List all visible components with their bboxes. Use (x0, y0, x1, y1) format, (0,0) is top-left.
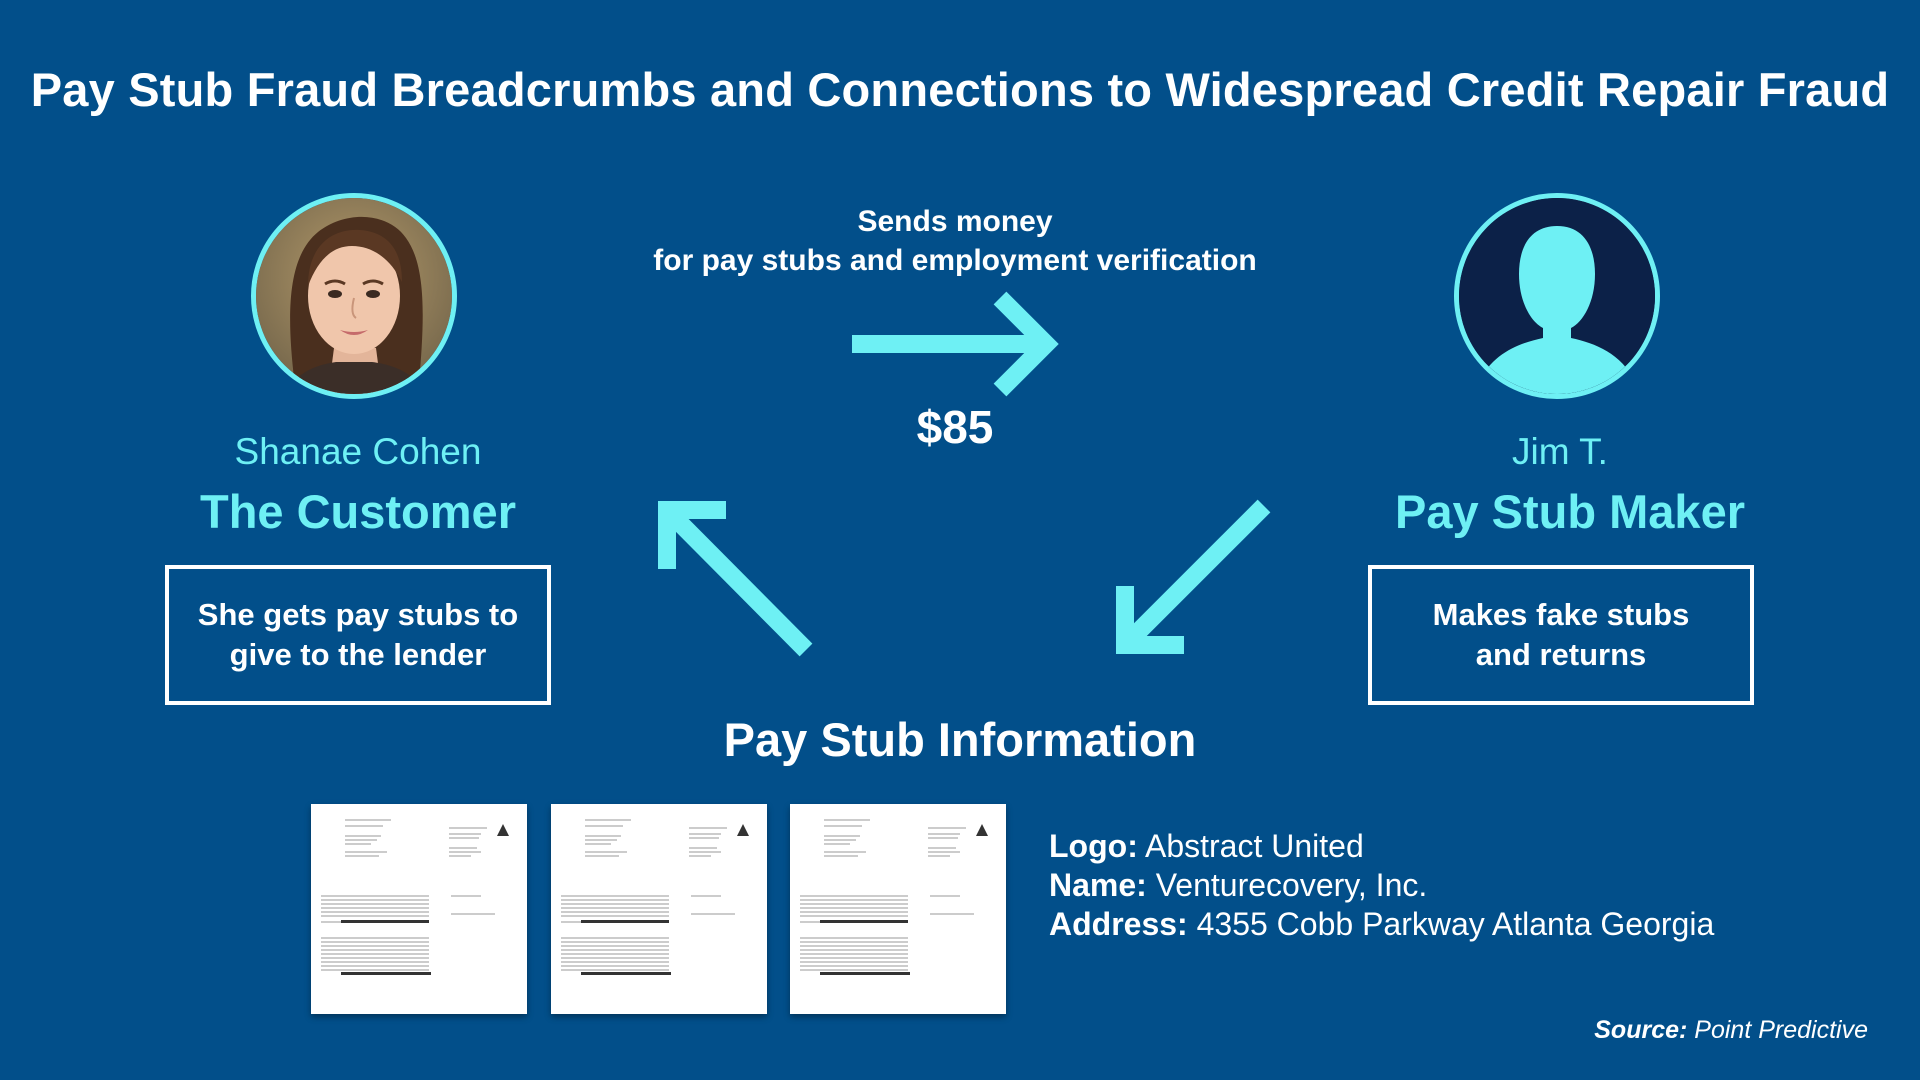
maker-role: Pay Stub Maker (1394, 485, 1746, 538)
detail-address-value: 4355 Cobb Parkway Atlanta Georgia (1196, 906, 1715, 942)
detail-address-label: Address: (1049, 906, 1188, 942)
arrow-right-icon (852, 291, 1059, 397)
page-title: Pay Stub Fraud Breadcrumbs and Connectio… (30, 63, 1890, 116)
customer-name: Shanae Cohen (234, 431, 482, 472)
pay-stub-document-icon (800, 819, 988, 975)
pay-stub-image (551, 804, 767, 1014)
detail-name-label: Name: (1049, 867, 1147, 903)
detail-name: Name: Venturecovery, Inc. (1049, 866, 1869, 905)
source-label: Source: (1594, 1016, 1688, 1044)
pay-stub-details: Logo: Abstract United Name: Venturecover… (1049, 827, 1869, 944)
maker-avatar (1454, 193, 1660, 399)
detail-logo: Logo: Abstract United (1049, 827, 1869, 866)
transaction-note: Sends money for pay stubs and employment… (653, 205, 1257, 277)
pay-stub-document-icon (561, 819, 749, 975)
detail-address: Address: 4355 Cobb Parkway Atlanta Georg… (1049, 905, 1869, 944)
arrow-up-left-icon (658, 501, 813, 657)
source-credit: Source: Point Predictive (1594, 1016, 1868, 1045)
detail-logo-value: Abstract United (1144, 828, 1364, 864)
customer-avatar (251, 193, 457, 399)
maker-name: Jim T. (1512, 431, 1608, 472)
customer-description-box: She gets pay stubs to give to the lender (165, 565, 551, 705)
pay-stub-image (311, 804, 527, 1014)
maker-description: Makes fake stubs and returns (1432, 597, 1690, 672)
customer-description: She gets pay stubs to give to the lender (197, 597, 519, 672)
person-silhouette-icon (1459, 198, 1655, 394)
pay-stub-heading: Pay Stub Information (723, 713, 1197, 766)
detail-logo-label: Logo: (1049, 828, 1138, 864)
customer-photo-icon (256, 198, 452, 394)
maker-description-box: Makes fake stubs and returns (1368, 565, 1754, 705)
arrow-down-left-icon (1116, 499, 1271, 654)
transaction-amount: $85 (916, 401, 994, 453)
customer-role: The Customer (200, 485, 516, 538)
pay-stub-document-icon (321, 819, 509, 975)
detail-name-value: Venturecovery, Inc. (1155, 867, 1428, 903)
pay-stub-image (790, 804, 1006, 1014)
source-value: Point Predictive (1694, 1016, 1868, 1044)
